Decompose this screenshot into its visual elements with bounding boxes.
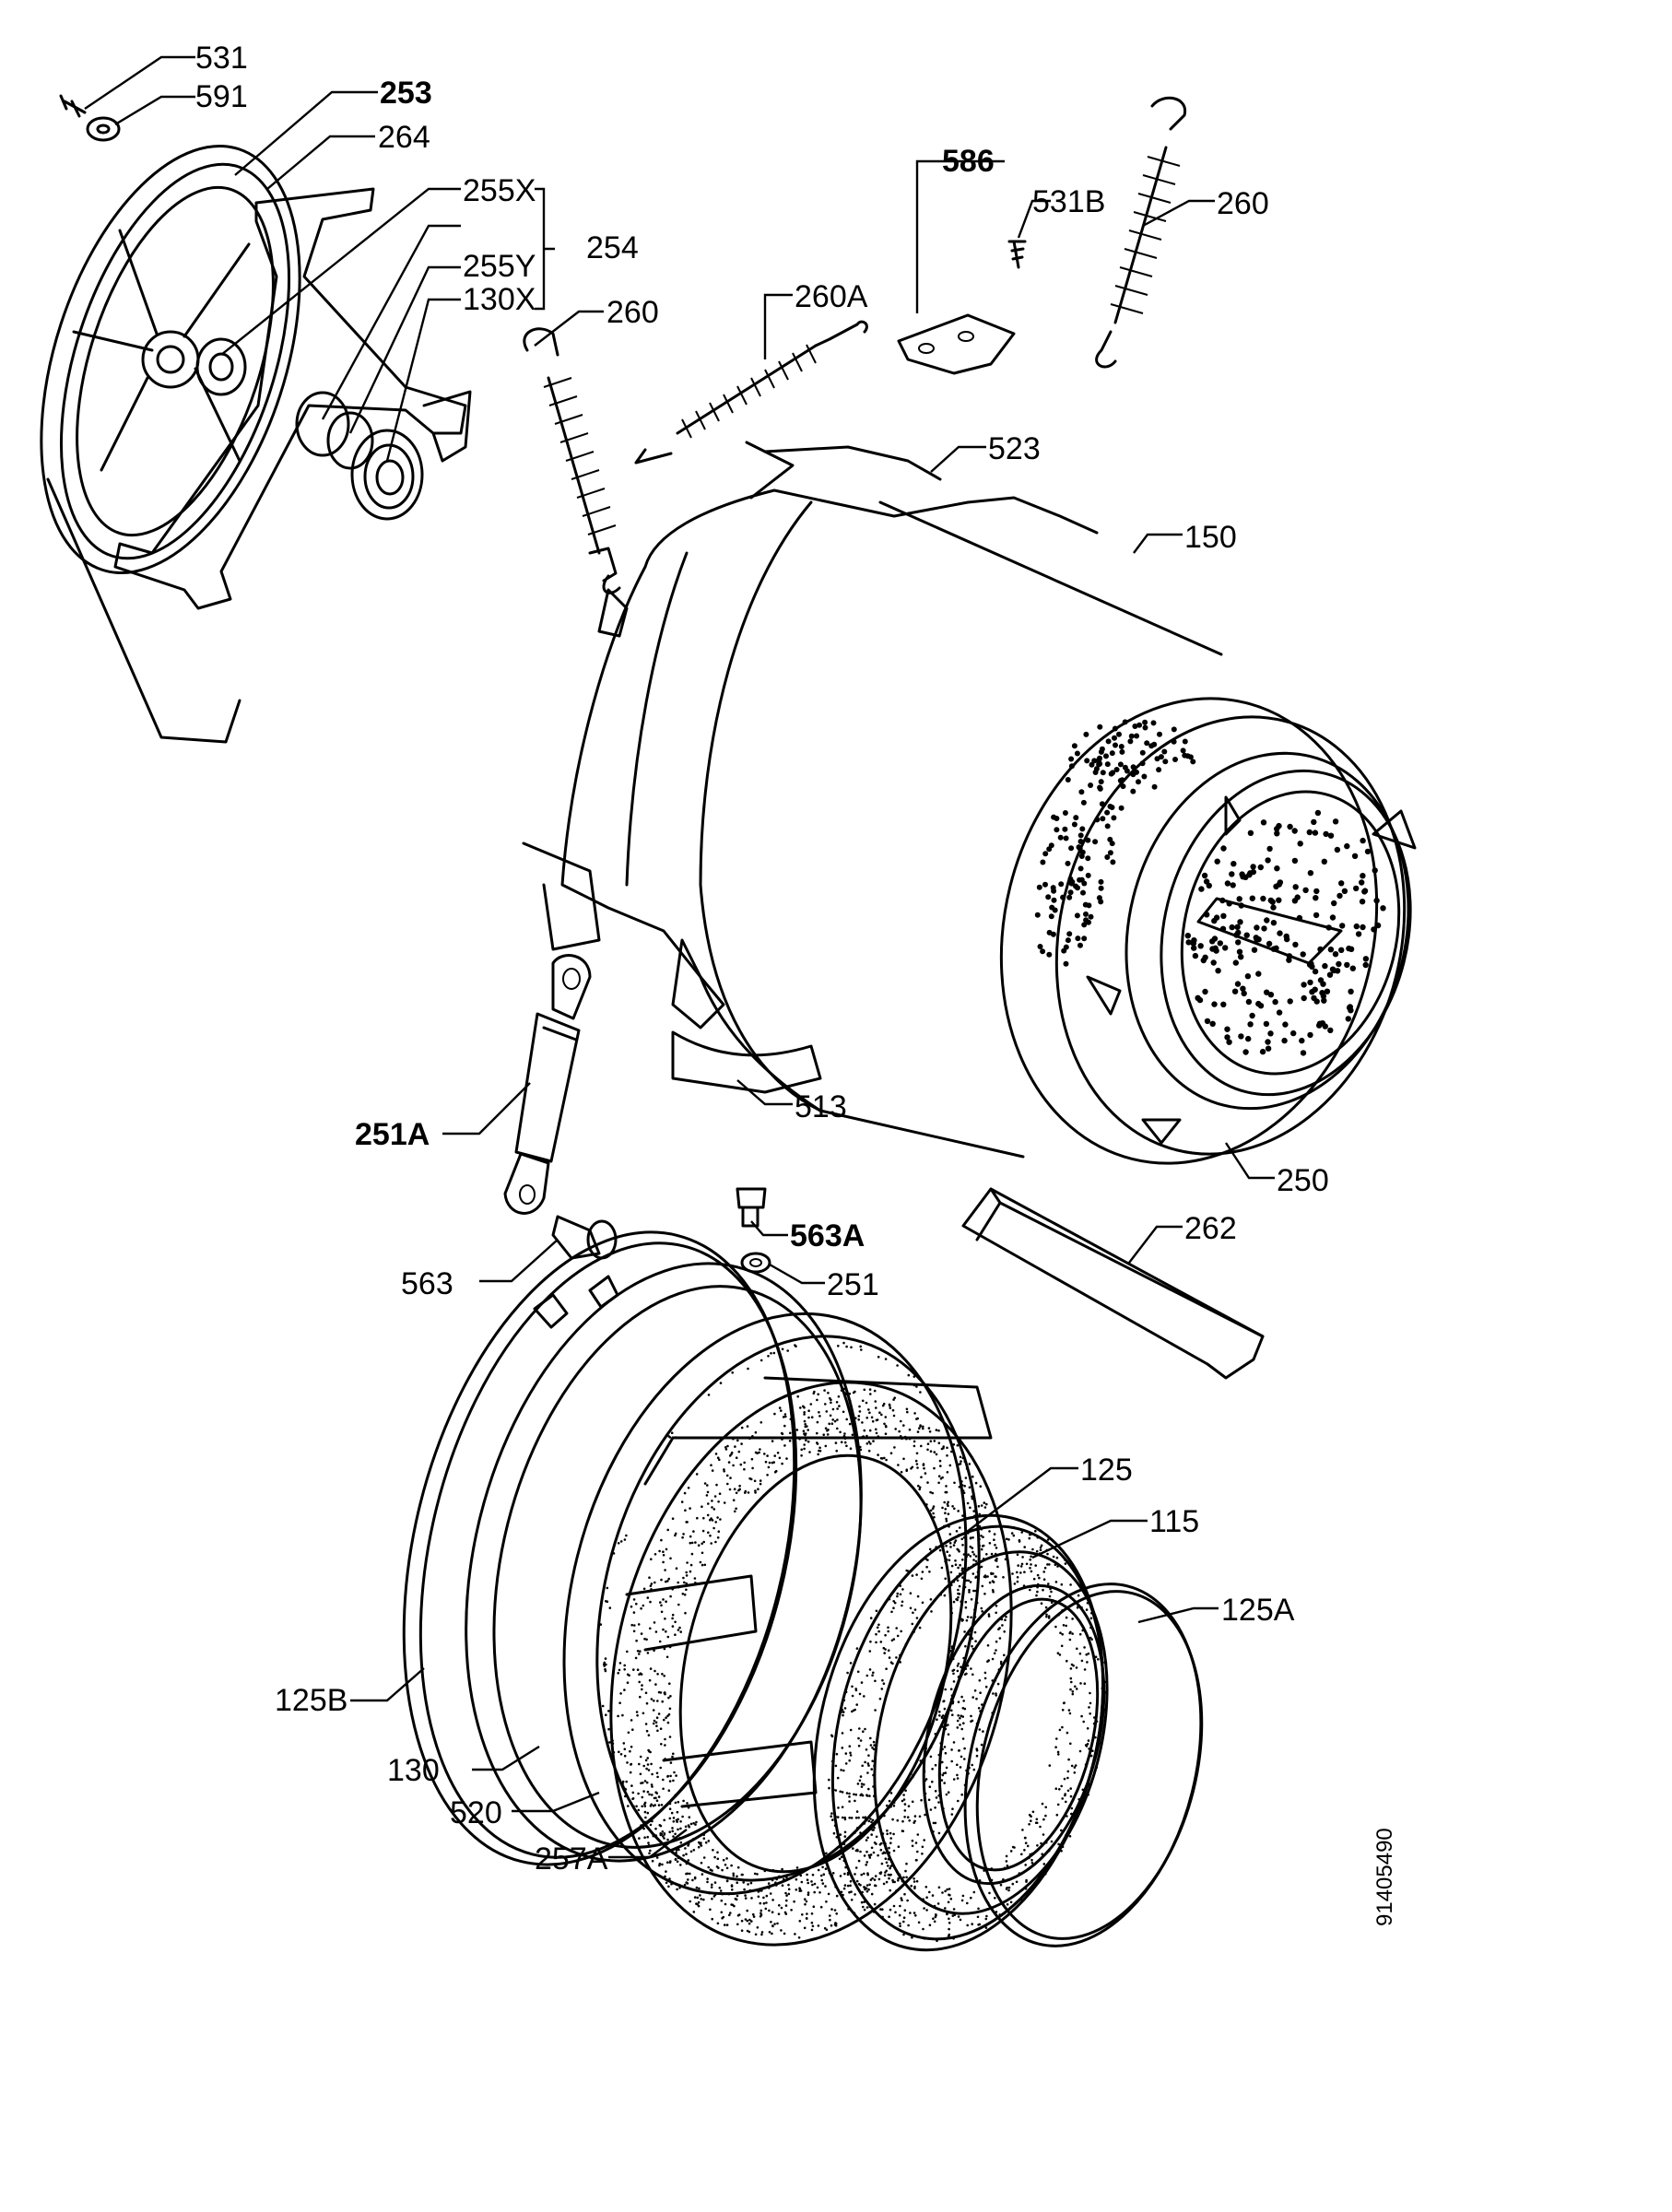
label-531B: 531B <box>1032 184 1105 219</box>
label-260-left: 260 <box>606 295 659 330</box>
label-255x: 255X <box>463 173 536 208</box>
label-563: 563 <box>401 1266 453 1301</box>
label-260A: 260A <box>795 279 868 314</box>
clamp-band-125B <box>402 1230 798 1866</box>
label-591: 591 <box>195 79 248 114</box>
label-130x: 130X <box>463 282 536 317</box>
drum-perforations <box>1034 719 1386 1056</box>
counterweight-257A <box>609 1376 1013 1947</box>
spring-260-left <box>523 327 621 594</box>
label-520: 520 <box>450 1795 502 1830</box>
screw-531 <box>59 94 87 118</box>
label-125B: 125B <box>275 1683 347 1718</box>
label-254: 254 <box>586 230 639 265</box>
label-260-right: 260 <box>1217 186 1269 221</box>
label-264: 264 <box>378 120 430 155</box>
spring-260-right <box>1095 96 1187 369</box>
bearing-130x <box>350 429 424 521</box>
label-531: 531 <box>195 41 248 76</box>
label-586: 586 <box>942 144 995 179</box>
label-150: 150 <box>1184 520 1237 555</box>
spring-260A <box>634 320 868 465</box>
label-257A: 257A <box>535 1841 608 1877</box>
label-255y: 255Y <box>463 249 536 284</box>
bracket-586 <box>897 313 1016 375</box>
bolt-563A <box>736 1187 767 1228</box>
screw-531B <box>1007 240 1027 269</box>
stipple-texture <box>599 1341 1108 1943</box>
door-seal-115 <box>812 1513 1109 1952</box>
drum-spider-264 <box>113 187 472 610</box>
label-130: 130 <box>387 1753 440 1788</box>
shock-absorber-251A <box>503 954 592 1215</box>
gasket-130 <box>465 1262 863 1863</box>
label-563A: 563A <box>790 1218 865 1253</box>
document-id: 91405490 <box>1372 1828 1397 1926</box>
label-513: 513 <box>795 1089 847 1124</box>
label-250: 250 <box>1277 1163 1329 1198</box>
pulley-wheel-253 <box>40 145 301 744</box>
label-251A: 251A <box>355 1117 430 1152</box>
label-253: 253 <box>380 76 432 111</box>
leader-lines <box>84 55 1275 1859</box>
tub-150 <box>522 441 1223 1159</box>
label-523: 523 <box>988 431 1041 466</box>
drum-paddle-262 <box>961 1187 1265 1380</box>
washer-591 <box>86 116 121 142</box>
label-125A: 125A <box>1221 1593 1295 1628</box>
label-251: 251 <box>827 1267 879 1302</box>
label-262: 262 <box>1184 1211 1237 1246</box>
label-125: 125 <box>1080 1453 1133 1488</box>
front-tub-520 <box>562 1312 981 1896</box>
clamp-ring-125A <box>963 1583 1204 1947</box>
label-115: 115 <box>1149 1504 1199 1539</box>
